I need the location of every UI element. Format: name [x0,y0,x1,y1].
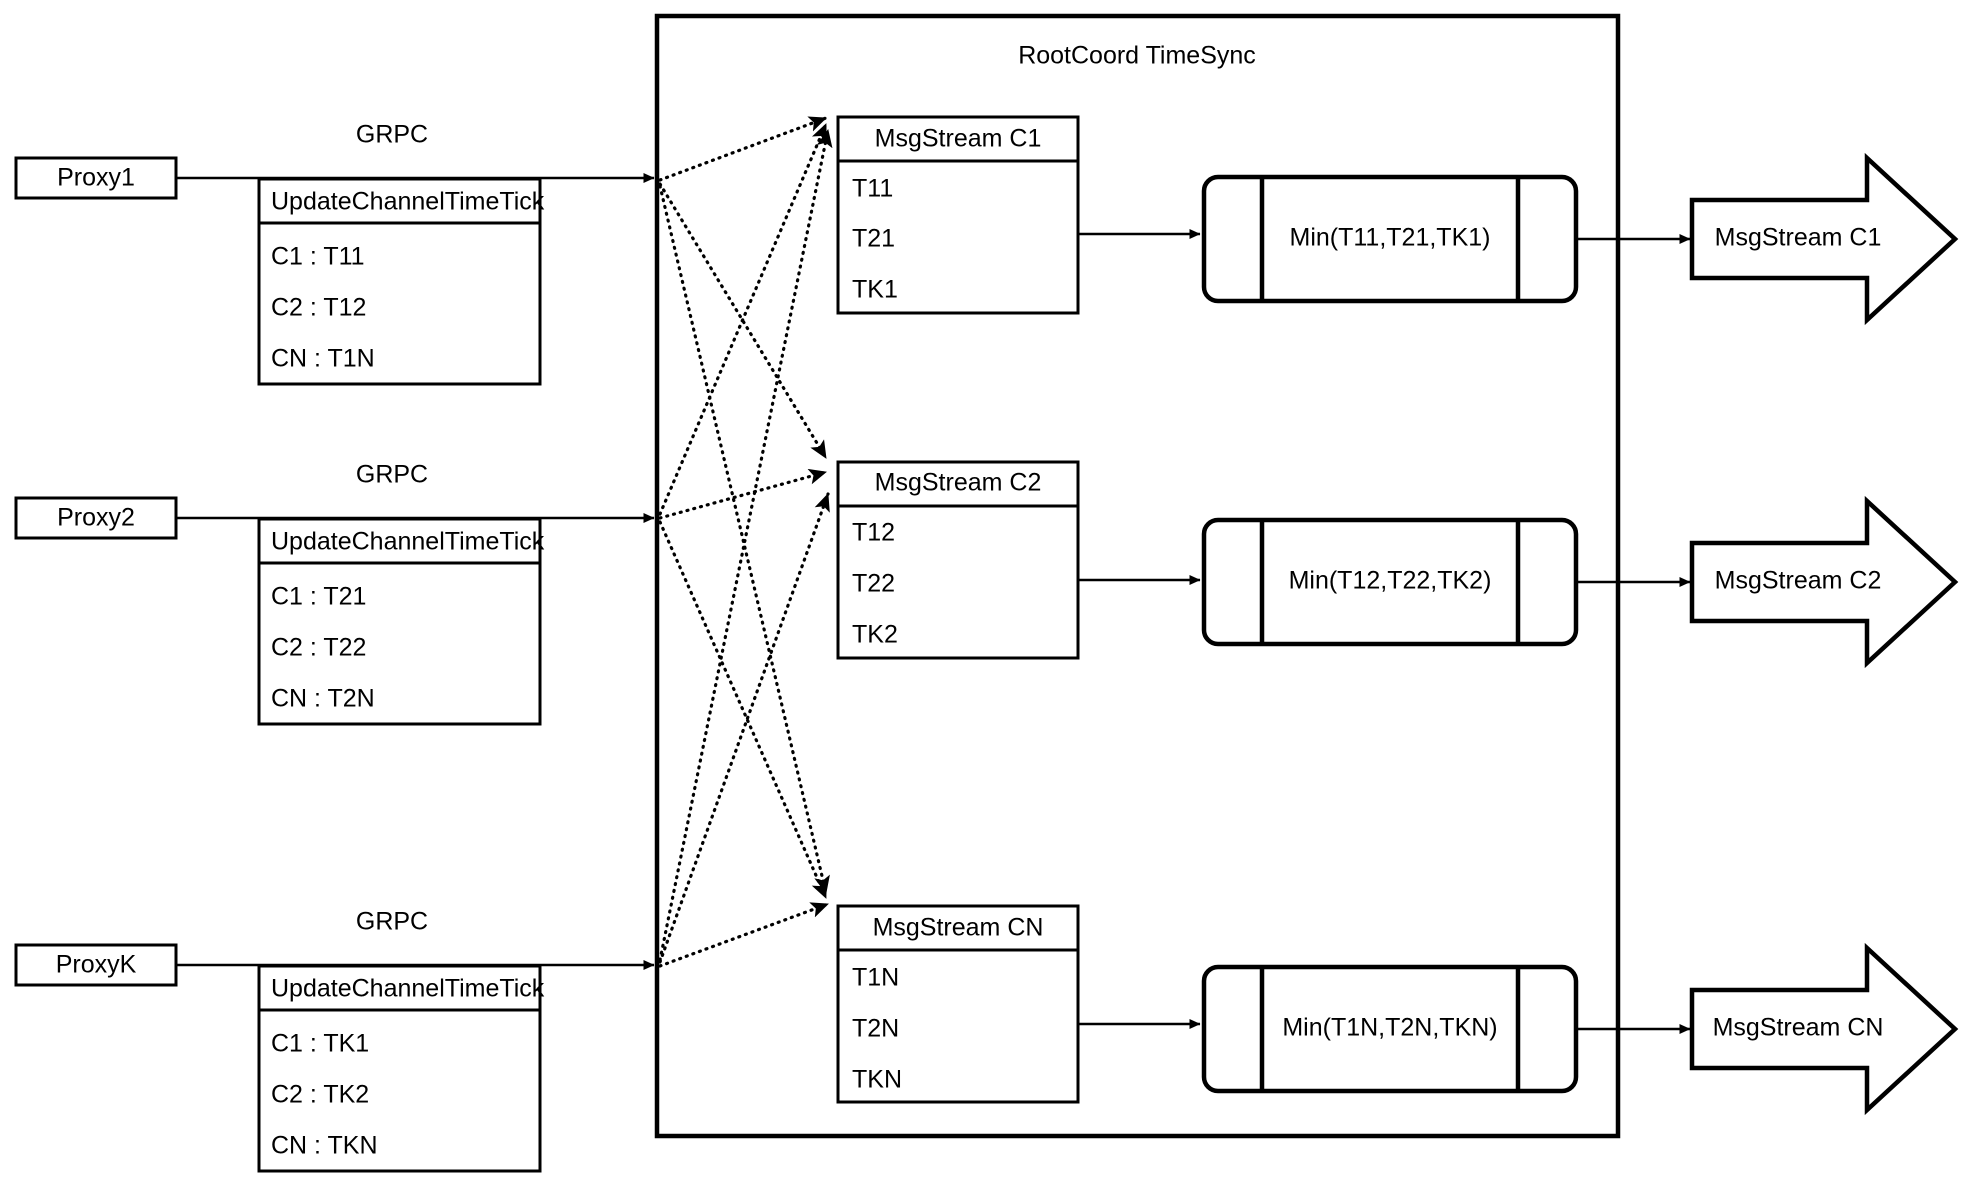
proxy-box-3[interactable] [14,943,178,987]
update-box-row-1-0: C1 : T11 [271,243,365,271]
update-box-row-1-1: C2 : T12 [271,294,366,322]
proxy-label-2: Proxy2 [57,504,135,532]
msgstream-row-2-1: T22 [852,570,895,598]
msgstream-row-2-2: TK2 [852,621,898,649]
min-process-label-2: Min(T12,T22,TK2) [1289,567,1492,595]
update-channel-timetick-box-3 [257,964,542,1173]
msgstream-box-2 [836,460,1080,660]
fanout-arrow-p2-c3 [658,520,828,900]
msgstream-header-1: MsgStream C1 [875,125,1042,153]
min-process-label-1: Min(T11,T21,TK1) [1290,224,1491,252]
output-block-arrow-3 [1689,942,1959,1116]
msgstream-box-1 [836,115,1080,315]
update-box-row-2-1: C2 : T22 [271,634,366,662]
update-box-row-3-0: C1 : TK1 [271,1030,369,1058]
fanout-arrow-p2-c1 [658,122,828,516]
update-box-row-2-2: CN : T2N [271,685,375,713]
output-label-2: MsgStream C2 [1715,567,1882,595]
proxy-row-2: Proxy2 GRPC UpdateChannelTimeTick C1 : T… [14,461,655,726]
msgstream-row-3-2: TKN [852,1066,902,1094]
msgstream-row-1-0: T11 [852,175,893,203]
msgstream-row-1-2: TK1 [852,276,898,304]
output-block-arrow-2 [1689,495,1959,669]
update-box-header-3: UpdateChannelTimeTick [271,975,545,1003]
update-box-row-1-2: CN : T1N [271,345,375,373]
msgstream-row-3-1: T2N [852,1015,899,1043]
proxy-row-1: Proxy1 GRPC UpdateChannelTimeTick C1 : T… [14,121,655,386]
grpc-label-2: GRPC [356,461,428,489]
update-channel-timetick-box-2 [257,517,542,726]
container-title: RootCoord TimeSync [1018,42,1256,70]
proxy-label-1: Proxy1 [57,164,135,192]
update-box-row-3-1: C2 : TK2 [271,1081,369,1109]
fanout-arrow-p2-c2 [658,468,828,520]
fanout-arrow-p1-c3 [658,184,830,895]
output-block-arrow-1 [1689,152,1959,326]
msgstream-row-3-0: T1N [852,964,899,992]
msgstream-header-2: MsgStream C2 [875,469,1042,497]
fanout-arrow-p3-c3 [658,902,830,968]
grpc-label-3: GRPC [356,908,428,936]
msgstream-row-2-0: T12 [852,519,895,547]
fanout-arrow-p3-c1 [658,128,833,962]
update-box-row-2-0: C1 : T21 [271,583,366,611]
update-box-header-2: UpdateChannelTimeTick [271,528,545,556]
proxy-row-3: ProxyK GRPC UpdateChannelTimeTick C1 : T… [14,908,655,1173]
update-channel-timetick-box-1 [257,177,542,386]
proxy-label-3: ProxyK [56,951,137,979]
msgstream-header-3: MsgStream CN [873,914,1044,942]
timetick-fanout-arrows [658,116,833,968]
channel-row-2: MsgStream C2 T12 T22 TK2 Min(T12,T22,TK2… [836,460,1959,669]
proxy-box-1[interactable] [14,156,178,200]
proxy-box-2[interactable] [14,496,178,540]
channel-row-1: MsgStream C1 T11 T21 TK1 Min(T11,T21,TK1… [836,115,1959,326]
output-label-1: MsgStream C1 [1715,224,1882,252]
grpc-label-1: GRPC [356,121,428,149]
update-box-row-3-2: CN : TKN [271,1132,378,1160]
msgstream-row-1-1: T21 [852,225,895,253]
msgstream-box-3 [836,904,1080,1104]
channel-row-3: MsgStream CN T1N T2N TKN Min(T1N,T2N,TKN… [836,904,1959,1116]
min-process-label-3: Min(T1N,T2N,TKN) [1282,1014,1497,1042]
fanout-arrow-p1-c1 [658,116,828,182]
fanout-arrow-p3-c2 [658,492,830,964]
output-label-3: MsgStream CN [1713,1014,1884,1042]
update-box-header-1: UpdateChannelTimeTick [271,188,545,216]
